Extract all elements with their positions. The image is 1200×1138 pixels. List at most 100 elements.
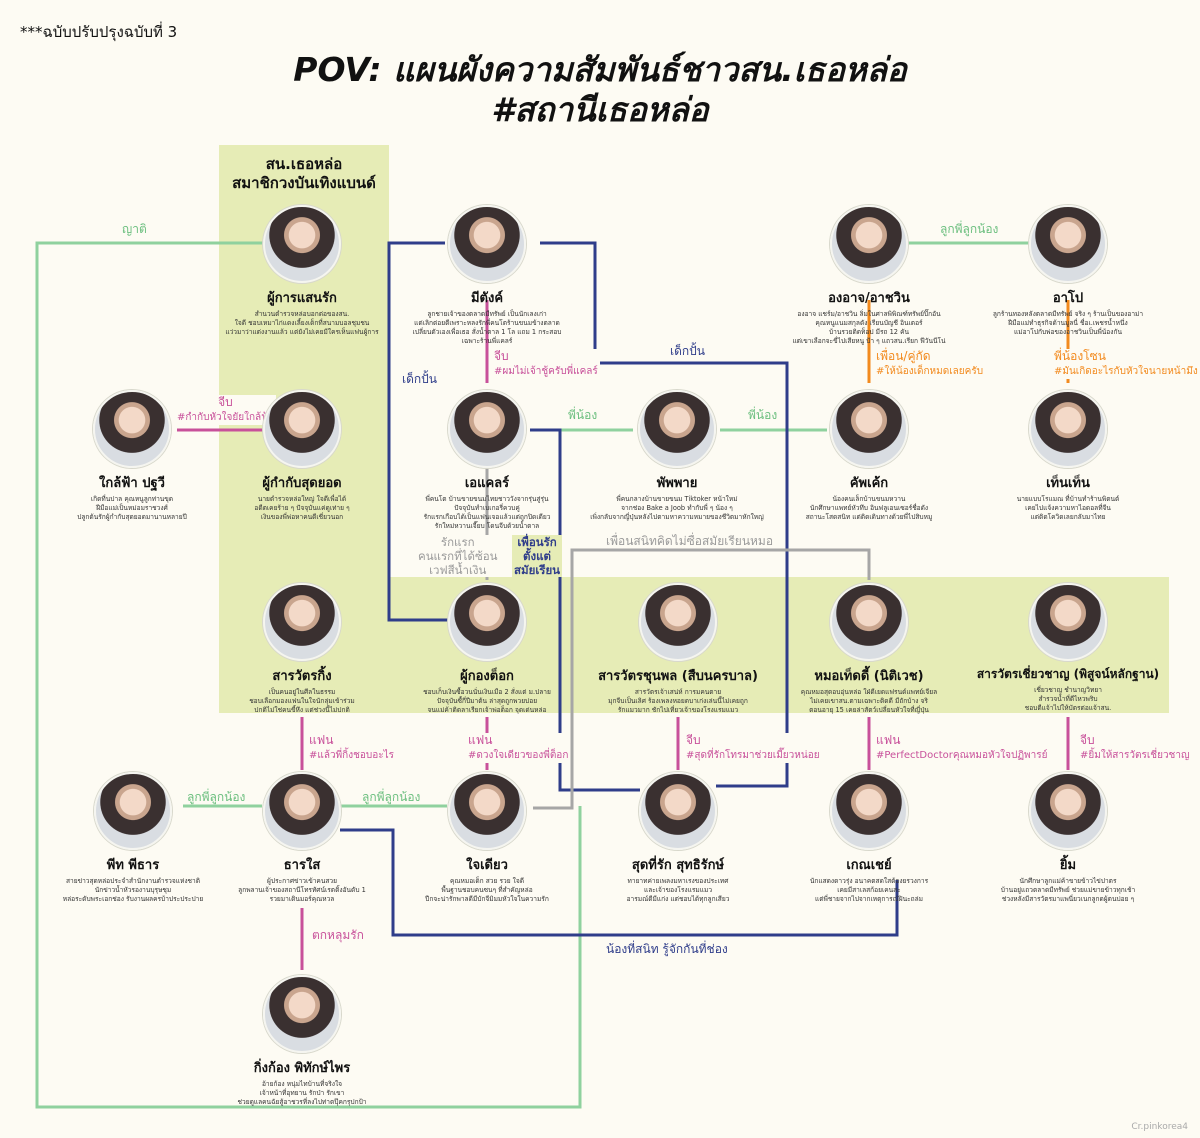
- avatar: [448, 205, 526, 283]
- person-name: สารวัตรกิ้ง: [272, 669, 332, 684]
- person-description: ทายาทค่ายเพลงมหาเรงของประเทศ และเจ้าของโ…: [626, 877, 730, 903]
- relation-fan-king: แฟน#แล้วพี่กิ้งชอบอะไร: [307, 733, 397, 763]
- relation-cousins-left: ลูกพี่ลูกน้อง: [185, 790, 248, 804]
- line-close-friend: [530, 428, 640, 792]
- person-p21: ยิ้ม นักศึกษาลูกแม่ค้าขายข้าวไข่ปาตร บ้า…: [968, 772, 1168, 904]
- person-name: ใกล้ฟ้า ปฐวี: [99, 476, 165, 491]
- person-name: ผู้กองต็อก: [460, 669, 514, 684]
- person-p17: ธารใส ผู้ประกาศข่าวเข้าคนสวย ลูกพลานเจ้า…: [202, 772, 402, 904]
- line-school-friend: [533, 548, 871, 810]
- person-p12: ผู้กองต็อก ชอบเก็บเงินซื้อวนนั่นเงินเมือ…: [387, 583, 587, 715]
- avatar: [1029, 390, 1107, 468]
- person-description: นักศึกษาลูกแม่ค้าขายข้าวไข่ปาตร บ้านอยู่…: [1000, 877, 1136, 903]
- person-name: คัพเค้ก: [849, 476, 889, 491]
- person-name: ผู้กำกับสุดยอด: [262, 476, 342, 491]
- person-name: เอแคลร์: [464, 476, 510, 491]
- person-p7: เอแคลร์ พี่คนโต บ้านขายขนมไทยชาววังจากรุ…: [387, 390, 587, 531]
- avatar: [639, 583, 717, 661]
- line-close-siblings: [340, 828, 899, 937]
- line-kid-right: [540, 241, 789, 788]
- person-p10: เท็นเท็น นายแบบโรแมณ ที่บ้านทำร้านพิตนต์…: [968, 390, 1168, 522]
- person-name: พีท พีธาร: [106, 858, 160, 873]
- relation-relative: ญาติ: [120, 222, 149, 236]
- person-name: เกณเชย์: [846, 858, 892, 873]
- avatar: [93, 390, 171, 468]
- avatar: [263, 583, 341, 661]
- person-description: นายแบบโรแมณ ที่บ้านทำร้านพิตนต์ เคยไปแจ้…: [1016, 495, 1120, 521]
- avatar: [830, 772, 908, 850]
- avatar: [448, 390, 526, 468]
- person-name: กิ่งก้อง พิทักษ์ไพร: [253, 1061, 351, 1076]
- person-description: คุณหมอสุดอบอุ่นหล่อ ใฝ่ดีเยดแฟรนด์แพทย์เ…: [800, 688, 938, 714]
- avatar: [830, 390, 908, 468]
- relation-kid-left: เด็กปั้น: [400, 372, 439, 386]
- relation-sibling-right: พี่น้อง: [746, 408, 780, 422]
- person-name: สารวัตรชุนพล (สืบนครบาล): [598, 669, 758, 684]
- relation-jeeb-chunpon: จีบ#สุดที่รักโทรมาช่วยเมี๊ยวหน่อย: [684, 733, 822, 763]
- person-description: ลูกชายเจ้าของตลาดมีทรัพย์ เป็นนักเลงเก่า…: [412, 310, 562, 345]
- relation-fan-teddy: แฟน#PerfectDoctorคุณหมอหัวใจปฏิพารย์: [874, 733, 1050, 763]
- person-name: ยิ้ม: [1059, 858, 1077, 873]
- person-name: หมอเท็ดดี้ (นิติเวช): [814, 669, 924, 684]
- avatar: [638, 390, 716, 468]
- avatar: [263, 390, 341, 468]
- person-p4: อาโป ลูกร้านทองหลังตลาดมีทรัพย์ จริง ๆ ร…: [968, 205, 1168, 337]
- person-description: ลูกร้านทองหลังตลาดมีทรัพย์ จริง ๆ ร้านเป…: [992, 310, 1144, 336]
- avatar: [94, 772, 172, 850]
- person-name: สุดที่รัก สุทธิรักษ์: [631, 858, 725, 873]
- person-p20: เกณเชย์ นักแสดงดาวรุ่ง อนาคตสดใสต้องยรวง…: [769, 772, 969, 904]
- person-name: อาโป: [1052, 291, 1084, 306]
- line-relative: [35, 241, 582, 1109]
- person-p5: ใกล้ฟ้า ปฐวี เกิดที่นปาล คุณหนูลูกท่านขุ…: [32, 390, 232, 522]
- relation-single-bro: พี่น้องโซน#มันเกิดอะไรกับหัวใจนายหน้ามึง: [1052, 349, 1200, 379]
- person-name: องอาจ/อาชวิน: [828, 291, 910, 306]
- person-name: ธารใส: [283, 858, 321, 873]
- person-p15: สารวัตรเชี่ยวชาญ (พิสูจน์หลักฐาน) เชี่ยว…: [960, 583, 1176, 713]
- relation-jeeb-klaifah: จีบ#กำกับหัวใจยัยใกล้ฟ้า: [175, 395, 276, 425]
- person-name: ใจเดียว: [466, 858, 508, 873]
- person-name: เท็นเท็น: [1046, 476, 1090, 491]
- person-p6: ผู้กำกับสุดยอด นายตำรวจหล่อใหญ่ ใจดีเพื่…: [202, 390, 402, 522]
- avatar: [1029, 583, 1107, 661]
- person-p11: สารวัตรกิ้ง เป็นคนอยู่ในศีลในธรรม ชอบเลื…: [202, 583, 402, 715]
- person-description: เกิดที่นปาล คุณหนูลูกท่านขุด ฝีมือแม่เป็…: [77, 495, 187, 521]
- relation-first-love: รักแรก คนแรกที่ได้ซ้อน เวฟสีน้ำเงิน: [416, 535, 500, 577]
- person-p14: หมอเท็ดดี้ (นิติเวช) คุณหมอสุดอบอุ่นหล่อ…: [769, 583, 969, 715]
- person-p1: ผู้การแสนรัก สำนวนตำรวจหล่อบอกต่อของสน. …: [202, 205, 402, 337]
- person-p22: กิ่งก้อง พิทักษ์ไพร อ้ายก้อง หนุ่มไทบ้าน…: [202, 975, 402, 1107]
- relation-fan-tok: แฟน#ดวงใจเดียวของพี่ต็อก: [466, 733, 571, 763]
- relation-school-friend: เพื่อนสนิทคิดไม่ซื่อสมัยเรียนหมอ: [604, 534, 776, 548]
- avatar: [1029, 772, 1107, 850]
- relation-close-siblings: น้องที่สนิท รู้จักกันที่ช่อง: [604, 942, 730, 956]
- relation-jeeb-yim: จีบ#ยิ้มให้สารวัตรเชี่ยวชาญ: [1078, 733, 1192, 763]
- relation-cousins-mid: ลูกพี่ลูกน้อง: [360, 790, 423, 804]
- band-heading: สน.เธอหล่อ สมาชิกวงบันเทิงแบนด์: [232, 155, 376, 192]
- avatar: [830, 583, 908, 661]
- person-description: เชี่ยวชาญ ชำนาญวิทยา สำรวจน้ำที่ดีไหวพริ…: [1024, 686, 1112, 712]
- person-description: ผู้ประกาศข่าวเข้าคนสวย ลูกพลานเจ้าของสถา…: [238, 877, 366, 903]
- page-title: POV: แผนผังความสัมพันธ์ชาวสน.เธอหล่อ #สถ…: [293, 50, 907, 129]
- person-description: สารวัตรเจ้าเสน่ห์ การมคนตาย มุกจีบเป็นเล…: [608, 688, 748, 714]
- person-name: ผู้การแสนรัก: [267, 291, 337, 306]
- version-note: ***ฉบับปรับปรุงฉบับที่ 3: [20, 23, 178, 41]
- person-p3: องอาจ/อาชวิน องอาจ แชร์ม/อาชวิน ลิ่มในศา…: [769, 205, 969, 346]
- person-p8: พัพพาย พี่คนกลางบ้านขายขนม Tiktoker หน้า…: [577, 390, 777, 522]
- avatar: [263, 772, 341, 850]
- person-p9: คัพเค้ก น้องคนเล็กบ้านขนมหวาน นักศึกษาแพ…: [769, 390, 969, 522]
- avatar: [263, 975, 341, 1053]
- relation-close-friend: เพื่อนรัก ตั้งแต่ สมัยเรียน: [512, 535, 563, 577]
- relation-cousins-top: ลูกพี่ลูกน้อง: [938, 222, 1001, 236]
- person-description: นักแสดงดาวรุ่ง อนาคตสดใสต้องยรวงการ เคยม…: [809, 877, 929, 903]
- person-p16: พีท พีธาร สายข่าวสุดหล่อประจำสำนักงานตำร…: [33, 772, 233, 904]
- person-name: พัพพาย: [656, 476, 698, 491]
- relation-kid-right: เด็กปั้น: [668, 344, 707, 358]
- person-description: ชอบเก็บเงินซื้อวนนั่นเงินเมือ 2 สั่งแต่ …: [423, 688, 551, 714]
- avatar: [830, 205, 908, 283]
- person-p13: สารวัตรชุนพล (สืบนครบาล) สารวัตรเจ้าเสน่…: [578, 583, 778, 715]
- person-p2: มีตังค์ ลูกชายเจ้าของตลาดมีทรัพย์ เป็นนั…: [387, 205, 587, 346]
- person-description: นายตำรวจหล่อใหญ่ ใจดีเพื่อได้ อดีตเคยร้า…: [254, 495, 350, 521]
- person-description: สำนวนตำรวจหล่อบอกต่อของสน. ใจดี ชอบเหมาไ…: [225, 310, 379, 336]
- line-kid-left: [387, 241, 448, 622]
- person-description: น้องคนเล็กบ้านขนมหวาน นักศึกษาแพทย์หัวทึ…: [805, 495, 933, 521]
